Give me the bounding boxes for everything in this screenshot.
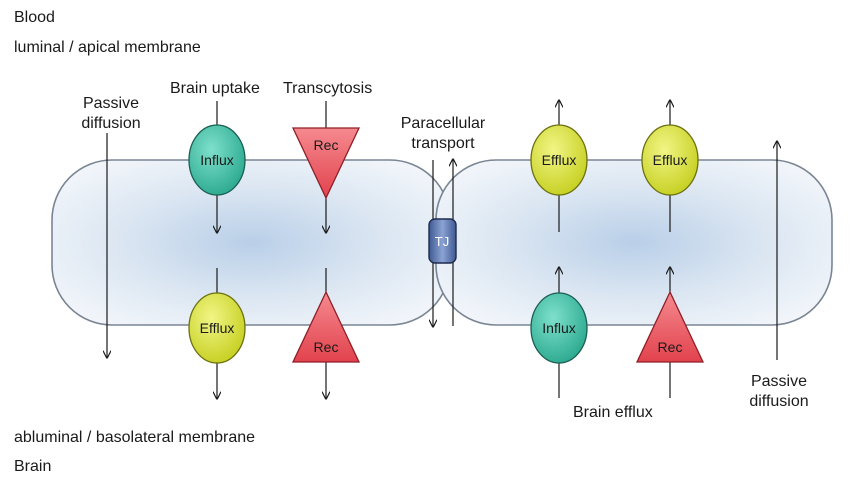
brain-uptake-label: Brain uptake (170, 80, 260, 97)
right-influx-text: Influx (542, 320, 575, 336)
influx-transporter-icon (188, 124, 246, 196)
abluminal-membrane-label: abluminal / basolateral membrane (14, 429, 256, 446)
right-efflux-2-text: Efflux (653, 152, 688, 168)
left-passive-line1: Passive (82, 95, 140, 112)
blood-label: Blood (14, 9, 55, 26)
tj-text: TJ (435, 234, 449, 249)
tight-junction-icon (428, 218, 457, 264)
receptor-down-icon (291, 127, 361, 200)
paracellular-transport-label: Paracellular transport (388, 114, 498, 154)
left-influx-text: Influx (200, 152, 233, 168)
brain-efflux-label: Brain efflux (573, 404, 653, 421)
right-efflux-1-text: Efflux (542, 152, 577, 168)
right-passive-line2: diffusion (749, 393, 809, 410)
right-rec-text: Rec (658, 339, 683, 355)
transcytosis-label: Transcytosis (283, 80, 373, 97)
paracellular-line2: transport (411, 135, 475, 152)
luminal-membrane-label: luminal / apical membrane (14, 39, 201, 56)
brain-label: Brain (14, 458, 52, 475)
receptor-up-icon (291, 290, 361, 363)
right-passive-diffusion-label: Passive diffusion (734, 372, 824, 412)
left-rec-top-text: Rec (314, 137, 339, 153)
left-rec-bottom-text: Rec (314, 339, 339, 355)
left-endothelial-cell (51, 159, 451, 326)
efflux-transporter-icon (530, 124, 588, 196)
right-passive-line1: Passive (750, 373, 808, 390)
efflux-transporter-icon (188, 292, 246, 364)
left-passive-line2: diffusion (81, 115, 141, 132)
paracellular-line1: Paracellular (400, 115, 486, 132)
receptor-up-icon (635, 290, 705, 363)
right-endothelial-cell (435, 159, 833, 326)
influx-transporter-icon (530, 292, 588, 364)
left-efflux-text: Efflux (200, 320, 235, 336)
left-passive-diffusion-label: Passive diffusion (66, 94, 156, 134)
efflux-transporter-icon (641, 124, 699, 196)
